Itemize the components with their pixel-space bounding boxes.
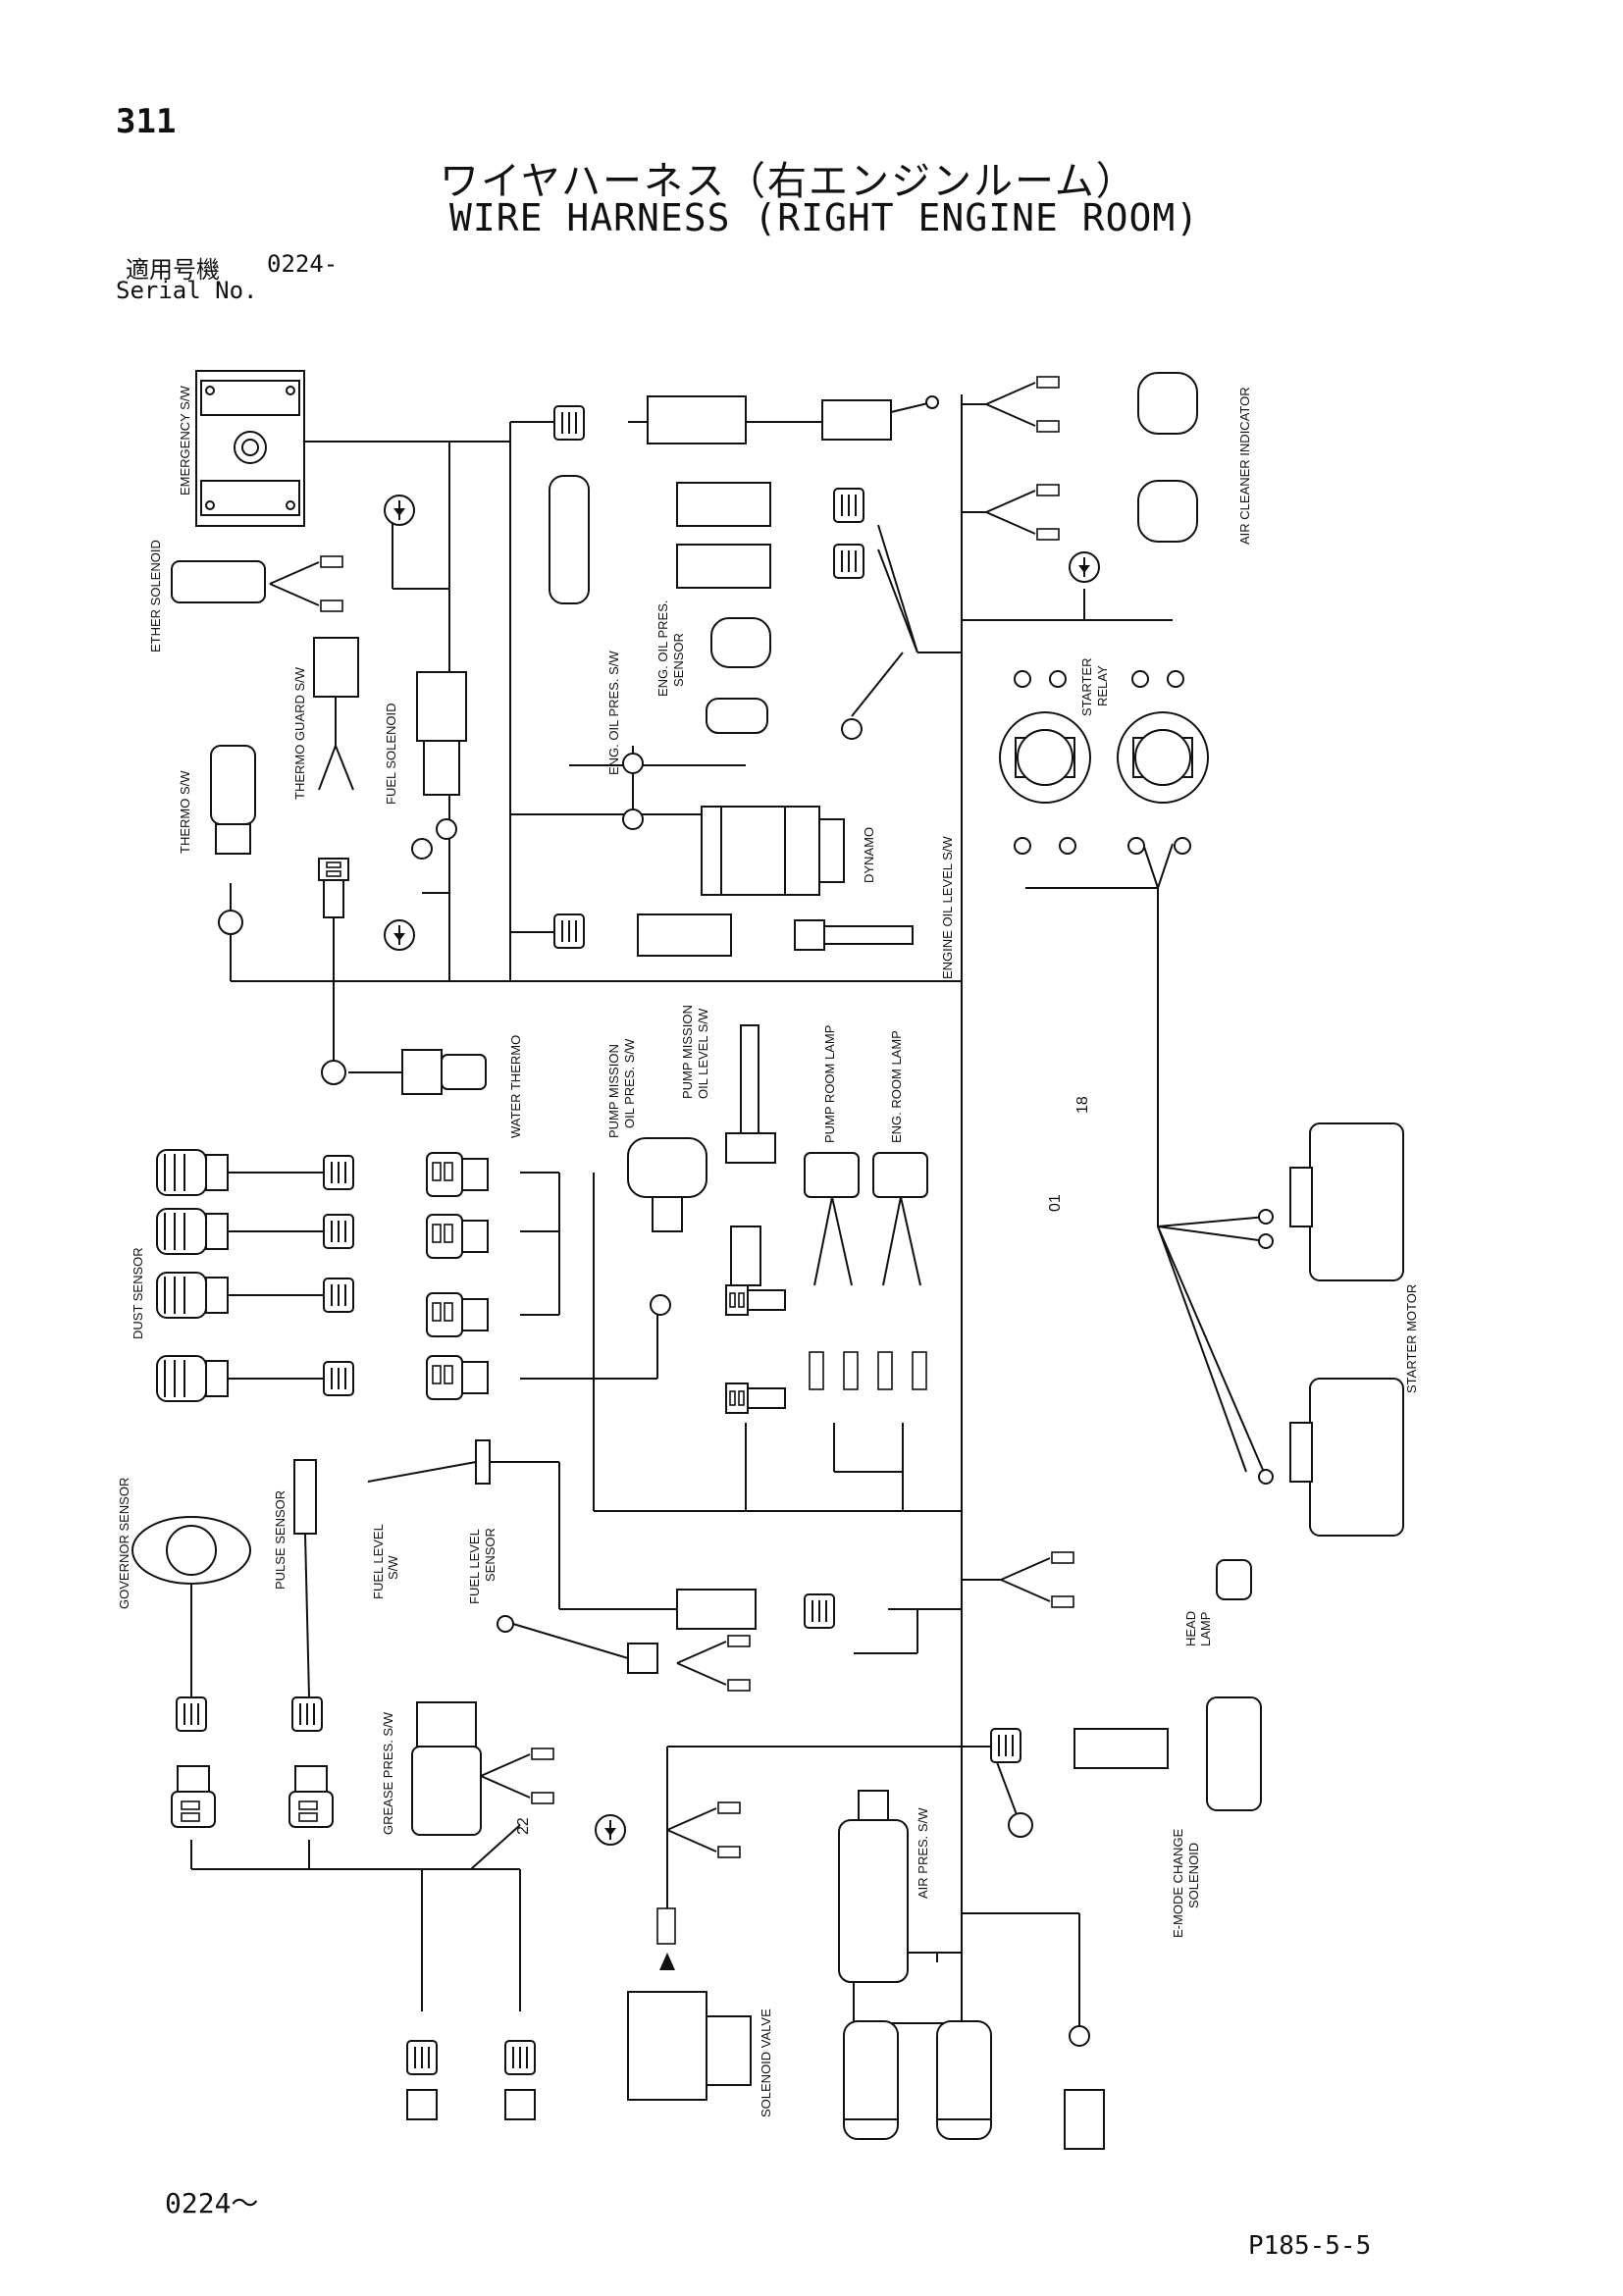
label-starter-relay-line2: RELAY [1095, 665, 1110, 706]
label-eng-oil-pres-sensor-line1: ENG. OIL PRES. [655, 600, 670, 698]
label-engine-oil-level-switch: ENGINE OIL LEVEL S/W [940, 836, 955, 979]
label-dynamo: DYNAMO [862, 827, 876, 883]
label-fuel-level-switch-line1: FUEL LEVEL [371, 1524, 386, 1599]
label-starter-relay-line1: STARTER [1079, 658, 1094, 716]
label-fuel-level-switch-line2: S/W [386, 1555, 400, 1580]
dust-sensors [156, 1149, 489, 1402]
label-pump-mission-oil-level-line1: PUMP MISSION [680, 1005, 695, 1099]
thermo-switch [210, 745, 349, 935]
thermo-guard-switch [313, 637, 359, 791]
label-harness-01: 01 [1047, 1194, 1064, 1212]
fuel-level [367, 1439, 835, 1692]
label-grease-pres-switch: GREASE PRES. S/W [381, 1711, 395, 1835]
air-pressure-switch [666, 1790, 909, 1983]
footer-serial: 0224～ [165, 2187, 259, 2219]
label-pump-mission-oil-pres-line1: PUMP MISSION [606, 1044, 621, 1138]
bottom-connectors [843, 2020, 1105, 2150]
label-pump-mission-oil-pres-line2: OIL PRES. S/W [622, 1038, 637, 1128]
emergency-switch [195, 370, 305, 527]
engine-oil-level-switch [553, 913, 914, 957]
footer-page-code: P185-5-5 [1248, 2231, 1372, 2261]
page-number: 311 [116, 102, 177, 141]
label-water-thermo: WATER THERMO [508, 1035, 523, 1138]
e-mode-change-solenoid [990, 1696, 1262, 1838]
label-harness-18: 18 [1074, 1096, 1091, 1114]
label-pulse-sensor: PULSE SENSOR [273, 1490, 288, 1590]
label-thermo-guard-switch: THERMO GUARD S/W [292, 666, 307, 800]
water-thermo [321, 1049, 487, 1095]
label-starter-motor: STARTER MOTOR [1404, 1284, 1419, 1393]
label-pump-mission-oil-level-line2: OIL LEVEL S/W [696, 1008, 710, 1099]
page-title: WIRE HARNESS (RIGHT ENGINE ROOM) [449, 196, 1200, 239]
ether-solenoid [171, 555, 343, 612]
starter-motor [1258, 1122, 1404, 1537]
label-solenoid-valve: SOLENOID VALVE [759, 2009, 773, 2117]
fuel-solenoid [411, 671, 467, 860]
label-air-pres-switch: AIR PRES. S/W [916, 1807, 930, 1899]
label-fuel-solenoid: FUEL SOLENOID [384, 703, 398, 805]
label-ether-solenoid: ETHER SOLENOID [148, 540, 163, 652]
dynamo [701, 806, 845, 896]
label-head-lamp-line1: HEAD [1183, 1611, 1198, 1646]
pump-mission-sensors [627, 1024, 786, 1414]
label-dust-sensor: DUST SENSOR [131, 1247, 145, 1339]
label-eng-oil-pres-switch: ENG. OIL PRES. S/W [606, 651, 621, 775]
solenoid-valve [627, 1874, 752, 2101]
label-pump-room-lamp: PUMP ROOM LAMP [822, 1025, 837, 1143]
serial-label: Serial No. [116, 277, 258, 304]
serial-number: 0224- [267, 250, 339, 278]
governor-sensor [131, 1516, 251, 1828]
label-e-mode-change-line1: E-MODE CHANGE [1171, 1828, 1185, 1938]
label-thermo-switch: THERMO S/W [178, 770, 192, 854]
head-lamp [1000, 1551, 1252, 1608]
label-fuel-level-sensor-line2: SENSOR [483, 1528, 497, 1582]
label-eng-oil-pres-sensor-line2: SENSOR [671, 633, 686, 687]
serial-label-japanese: 適用号機 [126, 256, 220, 284]
room-lamps [804, 1152, 928, 1390]
label-air-cleaner-indicator: AIR CLEANER INDICATOR [1237, 387, 1252, 545]
label-head-lamp-line2: LAMP [1198, 1612, 1213, 1646]
label-emergency-switch: EMERGENCY S/W [178, 386, 192, 496]
harness-wiring [190, 394, 1267, 2031]
top-connectors [549, 395, 939, 830]
grease-pressure-switch [411, 1701, 554, 1836]
label-fuel-level-sensor-line1: FUEL LEVEL [467, 1529, 482, 1604]
pulse-sensor [288, 1459, 334, 1828]
air-cleaner-indicator [985, 372, 1198, 543]
label-governor-sensor: GOVERNOR SENSOR [117, 1478, 131, 1609]
starter-relay [999, 670, 1209, 855]
label-eng-room-lamp: ENG. ROOM LAMP [889, 1030, 904, 1143]
page-title-japanese: ワイヤハーネス（右エンジンルーム） [440, 159, 1137, 204]
label-e-mode-change-line2: SOLENOID [1186, 1843, 1201, 1908]
label-harness-22: 22 [515, 1817, 532, 1835]
harness-22-connectors [406, 2040, 536, 2120]
